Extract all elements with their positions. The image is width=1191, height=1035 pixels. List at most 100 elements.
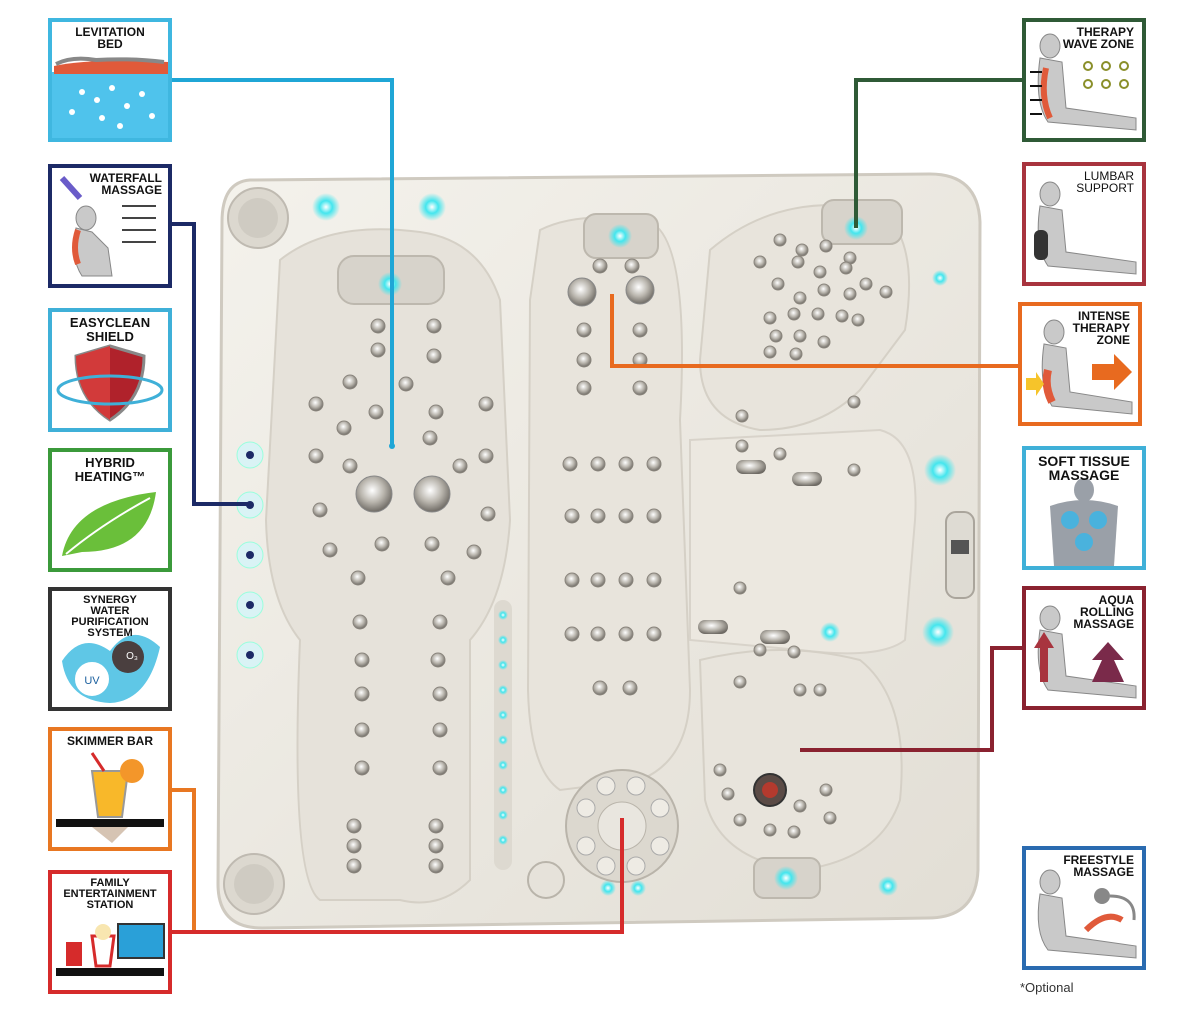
jet <box>432 760 448 776</box>
jet <box>789 347 803 361</box>
jet <box>632 380 648 396</box>
leader-intense <box>610 294 1018 368</box>
jet <box>733 581 747 595</box>
jet <box>466 544 482 560</box>
jet <box>787 307 801 321</box>
jet <box>618 572 634 588</box>
jet <box>424 536 440 552</box>
jet <box>793 329 807 343</box>
center-seat-well <box>526 216 692 792</box>
jet <box>576 322 592 338</box>
jet <box>817 335 831 349</box>
jet <box>753 643 767 657</box>
jet <box>763 311 777 325</box>
levitation-bed-icon <box>52 56 168 138</box>
jet <box>791 255 805 269</box>
handheld-shower-icon <box>1037 869 1137 959</box>
jet <box>426 348 442 364</box>
jet <box>763 823 777 837</box>
leader-aqua <box>800 646 1022 752</box>
tile-intense-therapy-zone: INTENSE THERAPY ZONE <box>1018 302 1142 426</box>
jet <box>721 787 735 801</box>
jet <box>813 265 827 279</box>
optional-note: *Optional <box>1020 980 1074 995</box>
jet <box>354 652 370 668</box>
led-strip <box>494 600 512 870</box>
jet <box>336 420 352 436</box>
leader-family <box>170 818 624 934</box>
jet <box>733 675 747 689</box>
jet <box>590 508 606 524</box>
jet <box>753 255 767 269</box>
jet <box>646 626 662 642</box>
tile-label: SKIMMER BAR <box>67 734 153 748</box>
jet <box>312 502 328 518</box>
large-jets <box>355 275 822 807</box>
jet <box>428 818 444 834</box>
leader-skimmer <box>170 788 196 932</box>
jet <box>793 291 807 305</box>
jet <box>823 811 837 825</box>
jet <box>773 233 787 247</box>
tile-label: FAMILY ENTERTAINMENT STATION <box>63 877 157 911</box>
small-jets <box>308 233 893 874</box>
jet <box>813 683 827 697</box>
waterfall-massage-icon <box>59 175 156 277</box>
jet <box>618 626 634 642</box>
jet <box>793 799 807 813</box>
tile-hybrid-heating: HYBRID HEATING™ <box>48 448 172 572</box>
tile-aqua-rolling-massage: AQUA ROLLING MASSAGE <box>1022 586 1146 710</box>
jet <box>346 818 362 834</box>
jet <box>592 680 608 696</box>
tile-synergy: SYNERGY WATER PURIFICATION SYSTEM O₃ UV <box>48 587 172 711</box>
jet <box>478 448 494 464</box>
jet <box>370 318 386 334</box>
ozone-badge: O₃ <box>126 651 138 662</box>
jet <box>576 352 592 368</box>
jet <box>819 783 833 797</box>
tile-levitation-bed: LEVITATION BED <box>48 18 172 142</box>
jet <box>632 322 648 338</box>
jet <box>432 614 448 630</box>
jet <box>426 318 442 334</box>
jet <box>773 447 787 461</box>
jet <box>432 722 448 738</box>
jet <box>847 395 861 409</box>
jet <box>592 258 608 274</box>
jet <box>817 283 831 297</box>
tile-label: INTENSE THERAPY ZONE <box>1072 309 1130 347</box>
footwell <box>689 428 917 655</box>
tile-therapy-wave-zone: THERAPY WAVE ZONE <box>1022 18 1146 142</box>
leader-lines <box>170 78 1022 934</box>
jet <box>562 456 578 472</box>
snack-tray-icon <box>56 923 165 976</box>
jet <box>428 858 444 874</box>
jet <box>346 838 362 854</box>
tile-label: THERAPY WAVE ZONE <box>1062 25 1134 51</box>
jet <box>428 838 444 854</box>
jet <box>354 686 370 702</box>
shield-icon <box>56 344 164 422</box>
jet <box>795 243 809 257</box>
jet <box>430 652 446 668</box>
seated-figure-lumbar-icon <box>1034 181 1137 275</box>
jet <box>308 448 324 464</box>
jet <box>432 686 448 702</box>
jet <box>819 239 833 253</box>
jet <box>622 680 638 696</box>
tile-skimmer-bar: SKIMMER BAR <box>48 727 172 851</box>
seated-figure-wave-icon <box>1030 33 1137 131</box>
right-seat-well <box>698 204 911 432</box>
seated-figure-arrow-icon <box>1026 319 1133 415</box>
tile-family-entertainment: FAMILY ENTERTAINMENT STATION <box>48 870 172 994</box>
jet <box>879 285 893 299</box>
jet <box>308 396 324 412</box>
jet <box>590 626 606 642</box>
uv-badge: UV <box>84 675 100 687</box>
jet <box>342 458 358 474</box>
leader-therapy-wave <box>854 78 1022 228</box>
leaf-icon <box>62 492 156 556</box>
jet <box>374 536 390 552</box>
jet <box>346 858 362 874</box>
